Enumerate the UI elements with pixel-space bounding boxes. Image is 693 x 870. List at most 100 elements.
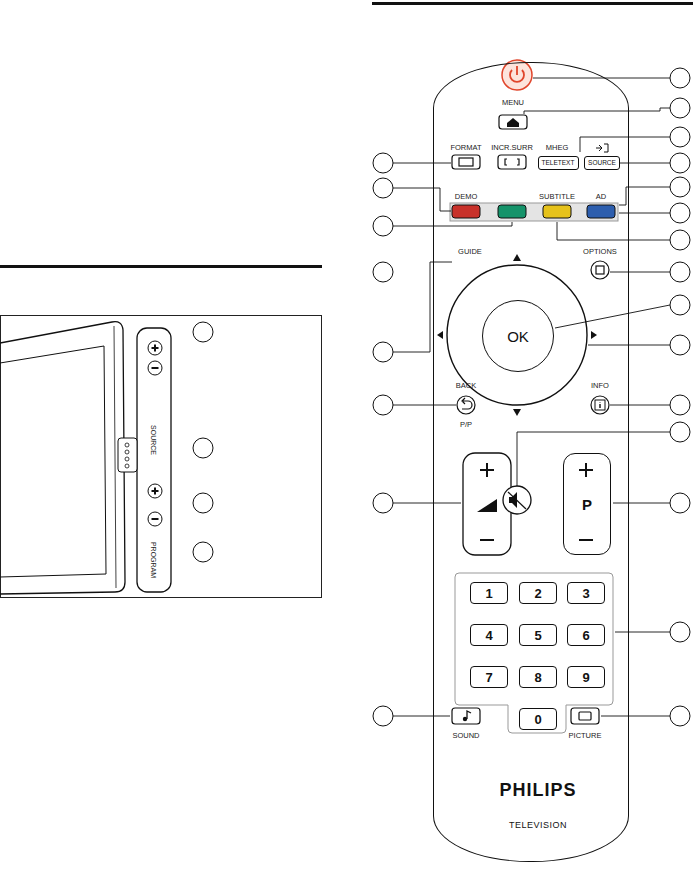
callout-circle bbox=[670, 203, 690, 223]
leader-line bbox=[610, 272, 670, 273]
callout-circle bbox=[670, 262, 690, 282]
callout-circle bbox=[670, 177, 690, 197]
callout-circle bbox=[373, 178, 393, 198]
leader-line bbox=[615, 632, 670, 633]
callout-circle bbox=[670, 98, 690, 118]
leader-line bbox=[601, 716, 670, 717]
button-text: 2 bbox=[534, 587, 541, 600]
leader-line bbox=[393, 262, 452, 352]
mute-slash bbox=[508, 492, 526, 509]
minus-symbol bbox=[579, 539, 593, 541]
menu-button bbox=[499, 115, 527, 129]
callout-circle bbox=[670, 127, 690, 147]
leader-line bbox=[533, 78, 670, 79]
navigation-ring bbox=[447, 265, 587, 405]
callout-circle bbox=[373, 153, 393, 173]
button-label: AD bbox=[596, 193, 606, 201]
back-button bbox=[457, 396, 475, 414]
button-label: P/P bbox=[460, 421, 472, 429]
callout-circle bbox=[373, 342, 393, 362]
panel-button bbox=[148, 484, 162, 498]
connector-dot bbox=[125, 457, 129, 461]
button-label: SOUND bbox=[452, 732, 479, 740]
plus-symbol bbox=[152, 488, 159, 495]
button-text: 4 bbox=[485, 629, 492, 642]
plus-symbol bbox=[480, 463, 494, 477]
section-rule bbox=[0, 265, 322, 268]
connector-dot bbox=[125, 450, 129, 454]
button-text: SOURCE bbox=[588, 160, 616, 167]
sound-button bbox=[452, 708, 480, 724]
side-panel bbox=[137, 328, 171, 592]
ok-button: OK bbox=[482, 300, 554, 372]
callout-circle bbox=[670, 622, 690, 642]
number-button: 8 bbox=[519, 666, 557, 688]
callout-circle bbox=[193, 322, 213, 342]
plus-symbol bbox=[579, 463, 593, 477]
mute-button bbox=[503, 486, 531, 514]
figure-frame bbox=[1, 316, 322, 598]
tv-housing bbox=[0, 322, 125, 594]
button-text: 0 bbox=[534, 713, 541, 726]
button-text: TELETEXT bbox=[542, 160, 575, 167]
arrow-left bbox=[437, 331, 443, 339]
leader-line bbox=[620, 163, 670, 164]
leader-line bbox=[393, 716, 450, 717]
leader-line bbox=[610, 405, 670, 406]
note-icon bbox=[467, 711, 471, 719]
callout-circle bbox=[193, 438, 213, 458]
minus-symbol bbox=[152, 518, 159, 520]
leader-line bbox=[524, 108, 670, 114]
program-rocker: P bbox=[563, 453, 611, 555]
leader-line bbox=[393, 503, 461, 504]
format-button bbox=[452, 155, 480, 169]
leader-line bbox=[588, 345, 670, 346]
leader-line bbox=[393, 188, 451, 211]
callout-circle bbox=[670, 295, 690, 315]
number-button: 9 bbox=[567, 666, 605, 688]
callout-circle bbox=[373, 262, 393, 282]
source-icon bbox=[596, 144, 608, 152]
volume-icon bbox=[477, 499, 497, 512]
connector-dot bbox=[125, 443, 129, 447]
number-button: 4 bbox=[470, 624, 508, 646]
panel-connector bbox=[118, 438, 137, 472]
brand-text: TELEVISION bbox=[509, 821, 567, 830]
button-text: 1 bbox=[485, 587, 492, 600]
callout-circle bbox=[670, 706, 690, 726]
button-text: 7 bbox=[485, 671, 492, 684]
callout-circle bbox=[670, 68, 690, 88]
color-button bbox=[452, 205, 480, 218]
leader-line bbox=[580, 137, 670, 152]
button-text: 6 bbox=[582, 629, 589, 642]
callout-circle bbox=[670, 493, 690, 513]
button-label: GUIDE bbox=[458, 248, 482, 256]
format-icon bbox=[459, 158, 473, 166]
leader-line bbox=[393, 163, 451, 164]
arrow-down bbox=[513, 409, 521, 416]
callout-circle bbox=[373, 395, 393, 415]
button-label: BACK bbox=[456, 382, 476, 390]
arrow-right bbox=[591, 331, 597, 339]
leader-line bbox=[619, 187, 670, 205]
button-text: 5 bbox=[534, 629, 541, 642]
button-text: 9 bbox=[582, 671, 589, 684]
arrow-up bbox=[513, 254, 521, 261]
panel-label: PROGRAM bbox=[150, 542, 157, 578]
power-symbol bbox=[516, 66, 518, 75]
leader-line bbox=[557, 222, 670, 240]
number-button: 1 bbox=[470, 582, 508, 604]
color-button bbox=[543, 205, 571, 218]
callout-circle bbox=[373, 493, 393, 513]
callout-circle bbox=[193, 493, 213, 513]
section-rule bbox=[372, 2, 693, 5]
callout-circle bbox=[670, 395, 690, 415]
picture-button bbox=[571, 708, 599, 724]
button-label: DEMO bbox=[455, 193, 478, 201]
panel-label: SOURCE bbox=[150, 425, 157, 455]
number-button: 6 bbox=[567, 624, 605, 646]
teletext-button: TELETEXT bbox=[538, 156, 579, 170]
leader-line bbox=[613, 503, 670, 504]
info-icon bbox=[595, 400, 605, 410]
